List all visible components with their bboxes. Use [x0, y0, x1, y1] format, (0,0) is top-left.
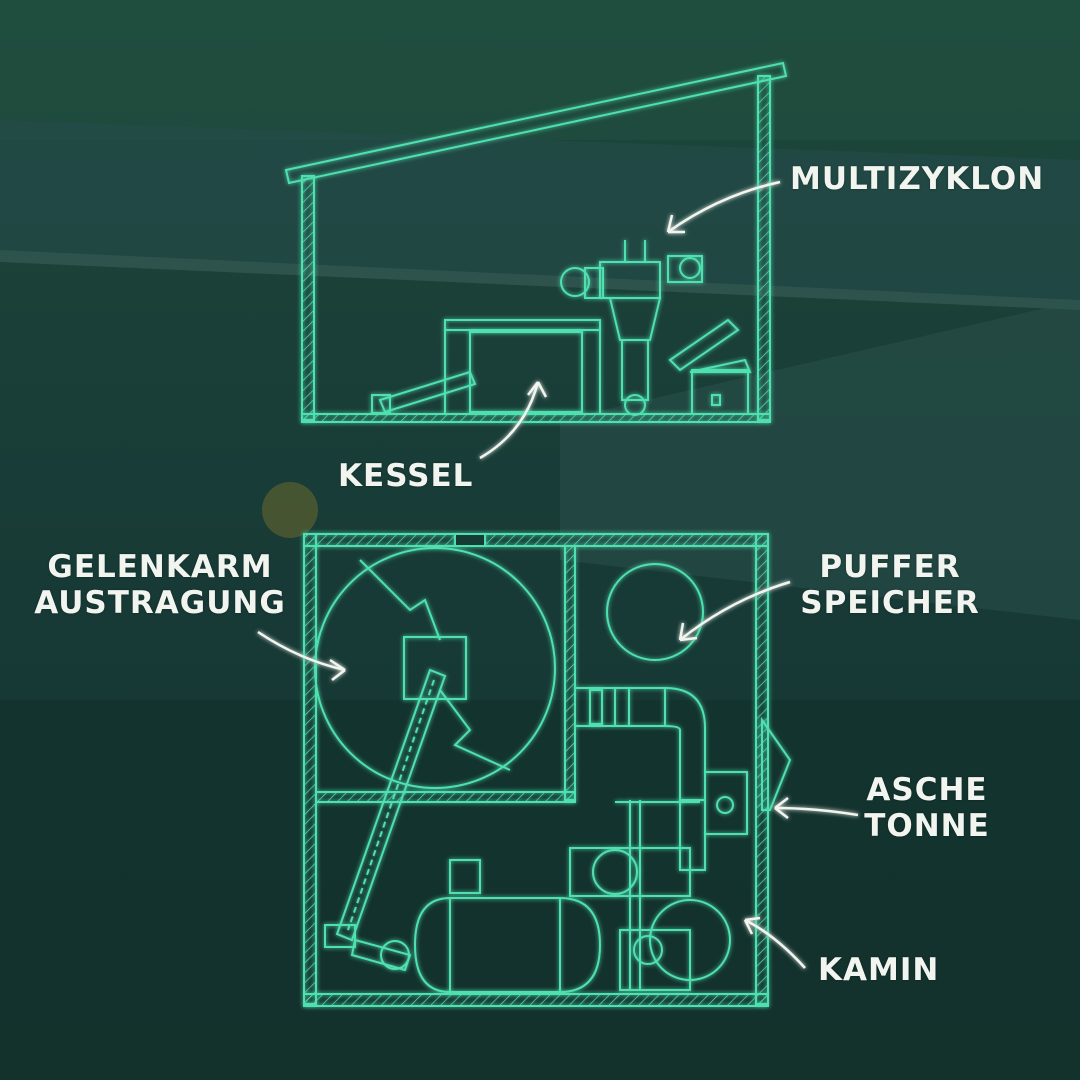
buffer-tank: [606, 563, 704, 661]
label-puffer-speicher: PUFFER SPEICHER: [800, 549, 980, 621]
boiler-feed-screw: [378, 370, 477, 414]
label-asche-line1: ASCHE: [866, 772, 988, 808]
agitator-blade: [359, 559, 441, 641]
arrow-asche: [774, 806, 859, 817]
agitator-circle: [314, 547, 556, 789]
tractor-wheel: [262, 482, 318, 538]
arrow-kessel: [479, 381, 540, 460]
agitator-hub: [403, 636, 467, 700]
left-wall: [303, 533, 317, 1005]
arrow-gelenkarm: [257, 630, 346, 672]
label-asche-tonne: ASCHE TONNE: [862, 772, 992, 844]
label-asche-line2: TONNE: [864, 808, 990, 844]
ash-container: [691, 369, 749, 415]
floor-slab: [301, 413, 771, 423]
ash-bin: [704, 771, 748, 835]
right-wall: [757, 75, 771, 421]
label-gelenkarm-austragung: GELENKARM AUSTRAGUNG: [30, 549, 290, 621]
chimney: [633, 935, 663, 965]
arrow-puffer: [679, 580, 791, 641]
shed-roof: [0, 120, 1080, 300]
inner-wall-horizontal: [315, 791, 576, 803]
ash-bin-door: [761, 716, 792, 811]
discharge-screw: [335, 668, 447, 942]
blueprint-lines: [257, 61, 859, 1007]
arrow-multizyklon: [667, 180, 781, 234]
roof-slab: [284, 61, 788, 185]
label-puffer-line1: PUFFER: [819, 549, 961, 585]
boiler-plan: [449, 897, 561, 993]
label-gelenkarm-line2: AUSTRAGUNG: [34, 585, 286, 621]
top-wall: [303, 533, 769, 547]
boiler-body: [444, 319, 601, 415]
label-kessel: KESSEL: [338, 458, 474, 494]
label-puffer-line2: SPEICHER: [800, 585, 980, 621]
label-multizyklon: MULTIZYKLON: [790, 161, 1045, 197]
fan: [560, 267, 590, 297]
floor-plan: [303, 533, 792, 1007]
label-gelenkarm-line1: GELENKARM: [47, 549, 273, 585]
callout-arrows: [257, 180, 859, 969]
left-wall: [301, 175, 315, 421]
inner-wall-vertical: [564, 545, 576, 801]
agitator-blade-2: [439, 689, 511, 771]
bottom-wall: [303, 993, 769, 1007]
label-kamin: KAMIN: [818, 952, 940, 988]
arrow-kamin: [744, 918, 806, 969]
